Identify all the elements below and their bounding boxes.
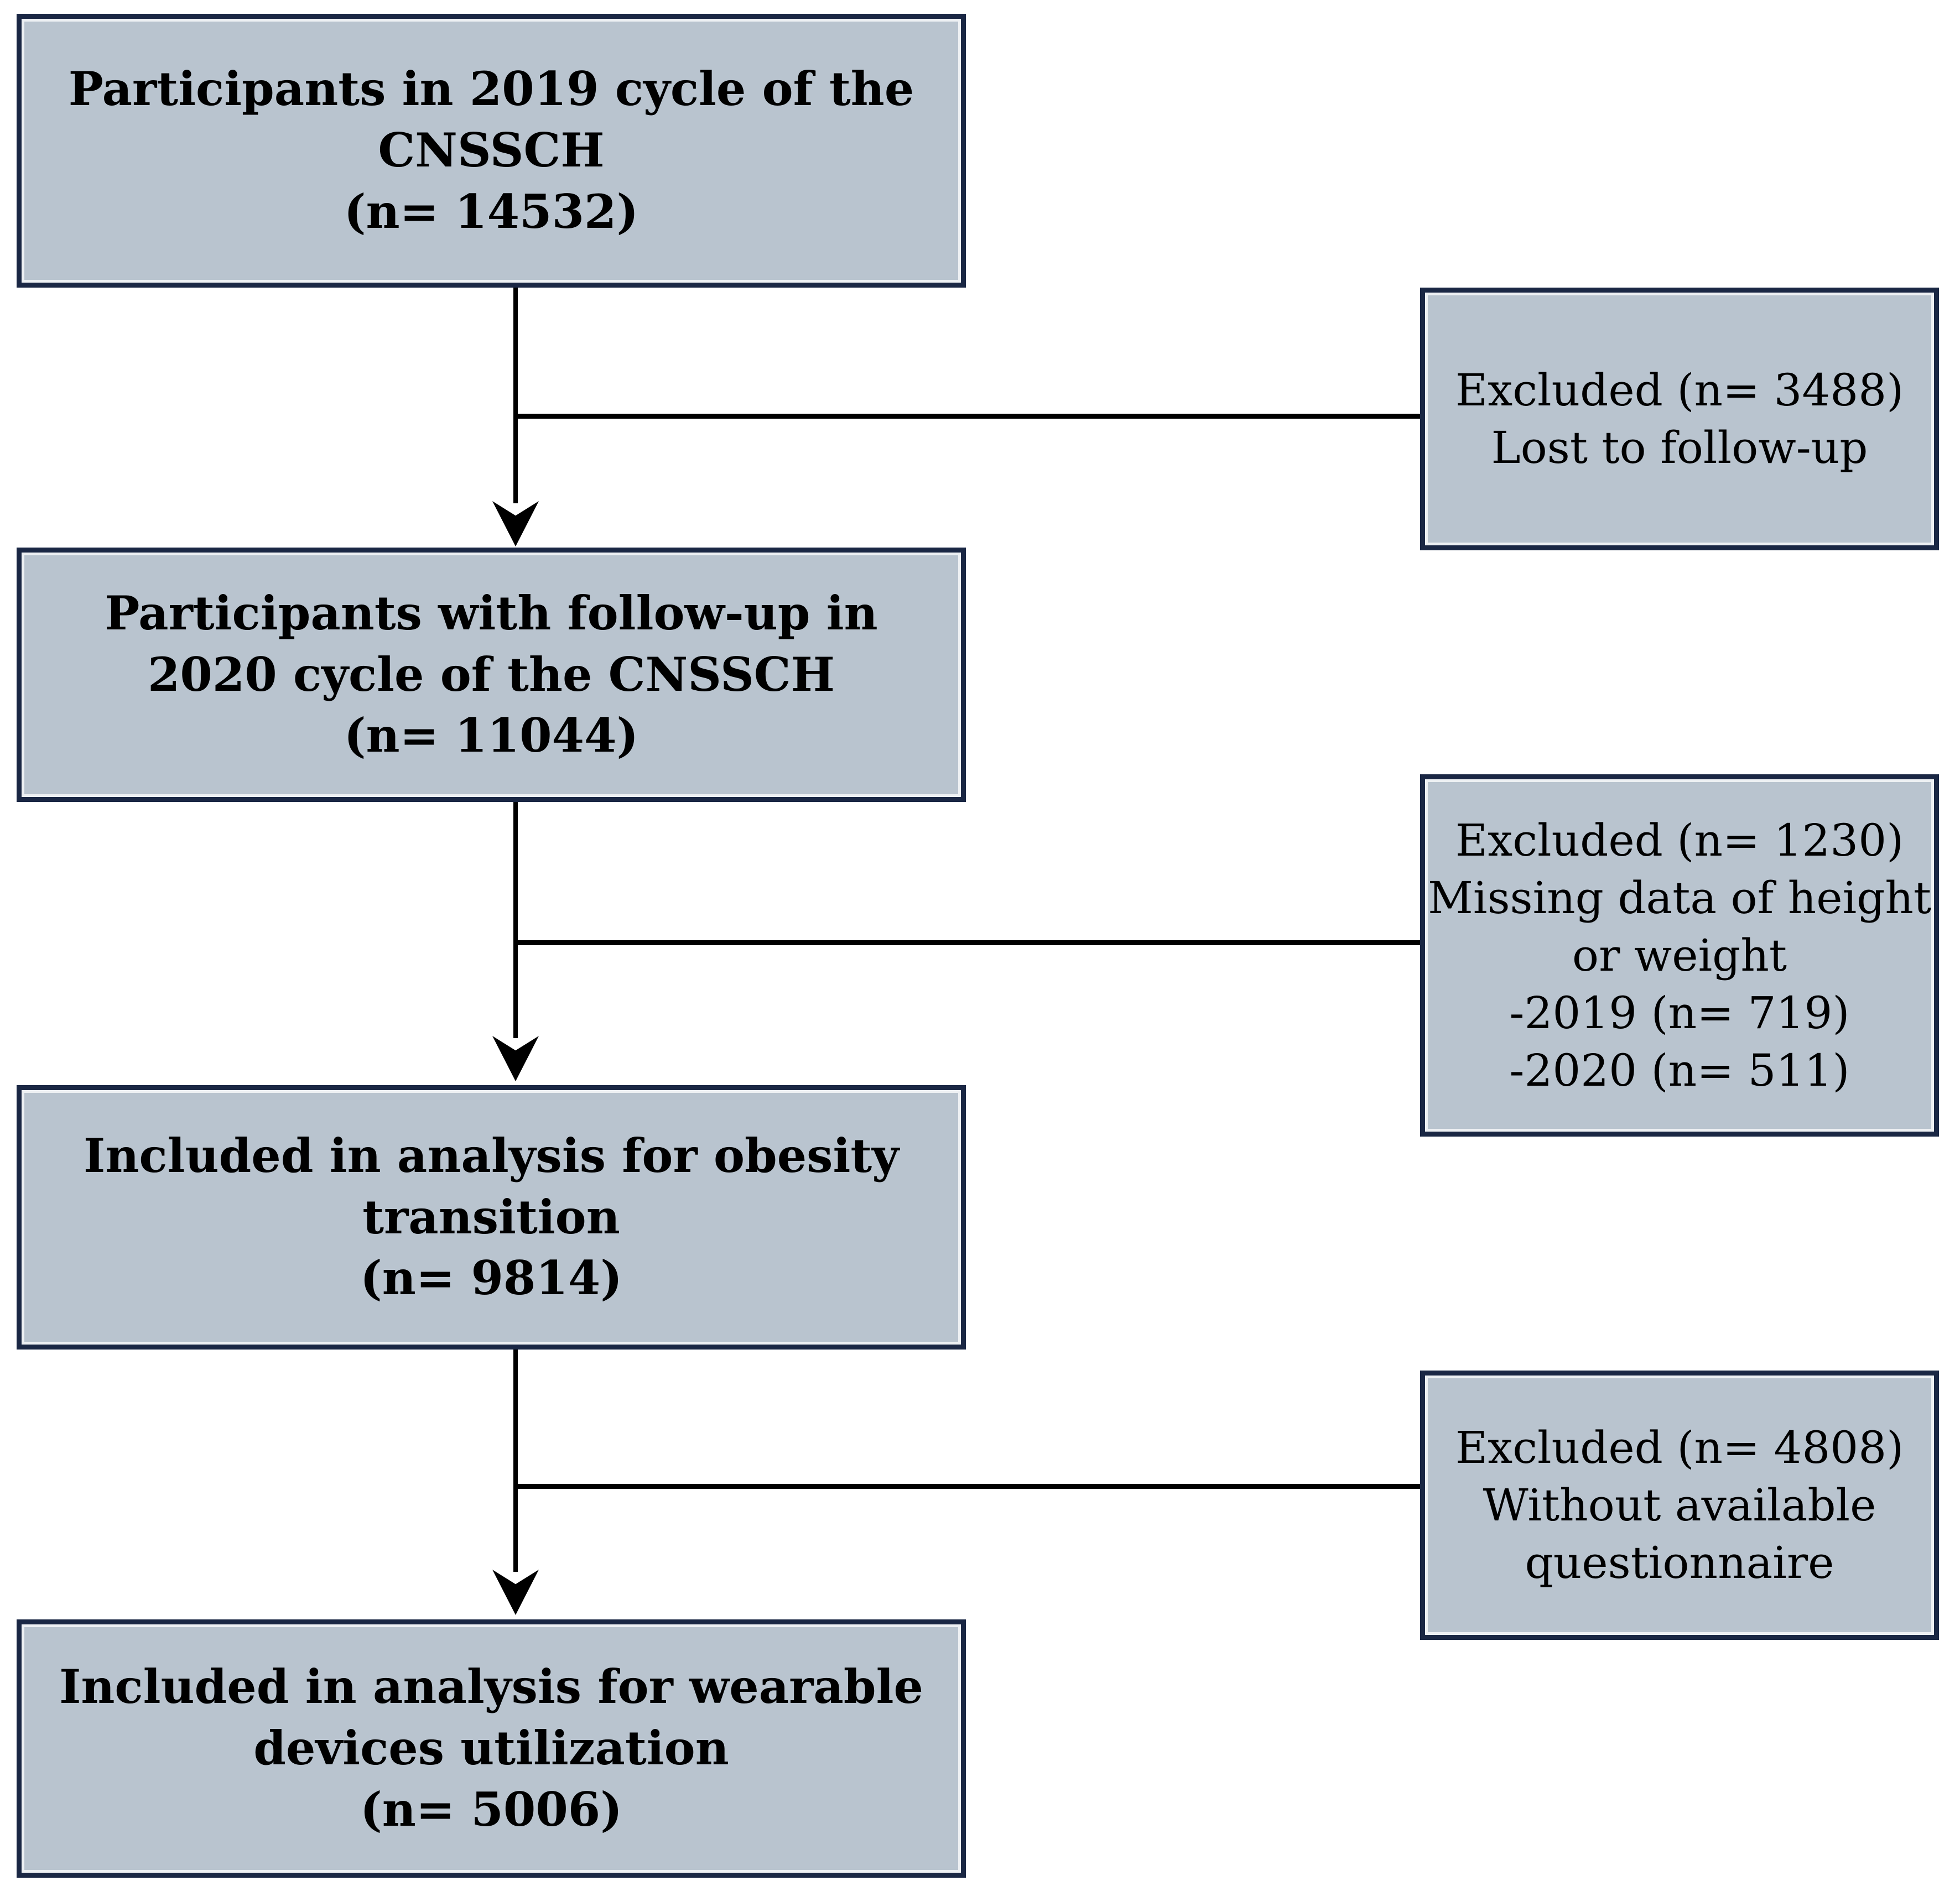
arrow-down-icon [492, 1036, 539, 1081]
arrow-down-icon [492, 1570, 539, 1615]
box-wearable-utilization: Included in analysis for wearable device… [17, 1619, 966, 1878]
box-obesity-transition: Included in analysis for obesity transit… [17, 1085, 966, 1350]
connector-horizontal-2 [516, 940, 1420, 945]
box-participants-2019: Participants in 2019 cycle of the CNSSCH… [17, 14, 966, 288]
box-excluded-missing-data: Excluded (n= 1230) Missing data of heigh… [1420, 774, 1939, 1137]
connector-horizontal-1 [516, 414, 1420, 419]
connector-vertical-3 [513, 1350, 518, 1572]
box-followup-2020: Participants with follow-up in 2020 cycl… [17, 548, 966, 802]
arrow-down-icon [492, 501, 539, 546]
connector-horizontal-3 [516, 1484, 1420, 1489]
connector-vertical-1 [513, 288, 518, 503]
connector-vertical-2 [513, 802, 518, 1038]
box-excluded-lost-followup: Excluded (n= 3488) Lost to follow-up [1420, 288, 1939, 550]
box-excluded-no-questionnaire: Excluded (n= 4808) Without available que… [1420, 1371, 1939, 1640]
